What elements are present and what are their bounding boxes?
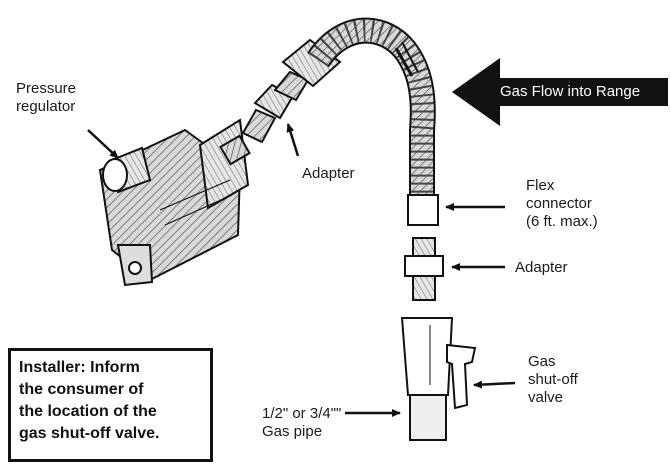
gas-pipe-label: 1/2" or 3/4"" Gas pipe — [262, 405, 342, 440]
flex-connector-label: Flex connector (6 ft. max.) — [526, 177, 598, 230]
gas-flow-label: Gas Flow into Range — [500, 83, 641, 100]
adapter-lower — [404, 237, 444, 301]
leader-arrows — [87, 123, 516, 417]
valve-leader-arrow — [473, 380, 516, 389]
regulator-leader-arrow — [87, 129, 119, 159]
gas-flow-arrow — [452, 58, 668, 126]
flex-connector-top-nut — [281, 38, 342, 88]
adapter-top-label: Adapter — [302, 165, 355, 182]
flex-connector-bottom-nut — [407, 194, 439, 226]
gas-pipe — [409, 394, 447, 441]
gas-shutoff-valve — [400, 317, 477, 410]
flex-connector-hose — [307, 17, 436, 195]
pressure-regulator-label: Pressure regulator — [16, 80, 77, 115]
installer-note: Installer: Inform the consumer of the lo… — [8, 348, 213, 462]
adapter-top-leader-arrow — [286, 123, 300, 157]
adapter-upper — [241, 70, 310, 144]
pressure-regulator — [98, 118, 251, 287]
adapter-bottom-label: Adapter — [515, 259, 568, 276]
shutoff-valve-label: Gas shut-off valve — [528, 353, 578, 406]
